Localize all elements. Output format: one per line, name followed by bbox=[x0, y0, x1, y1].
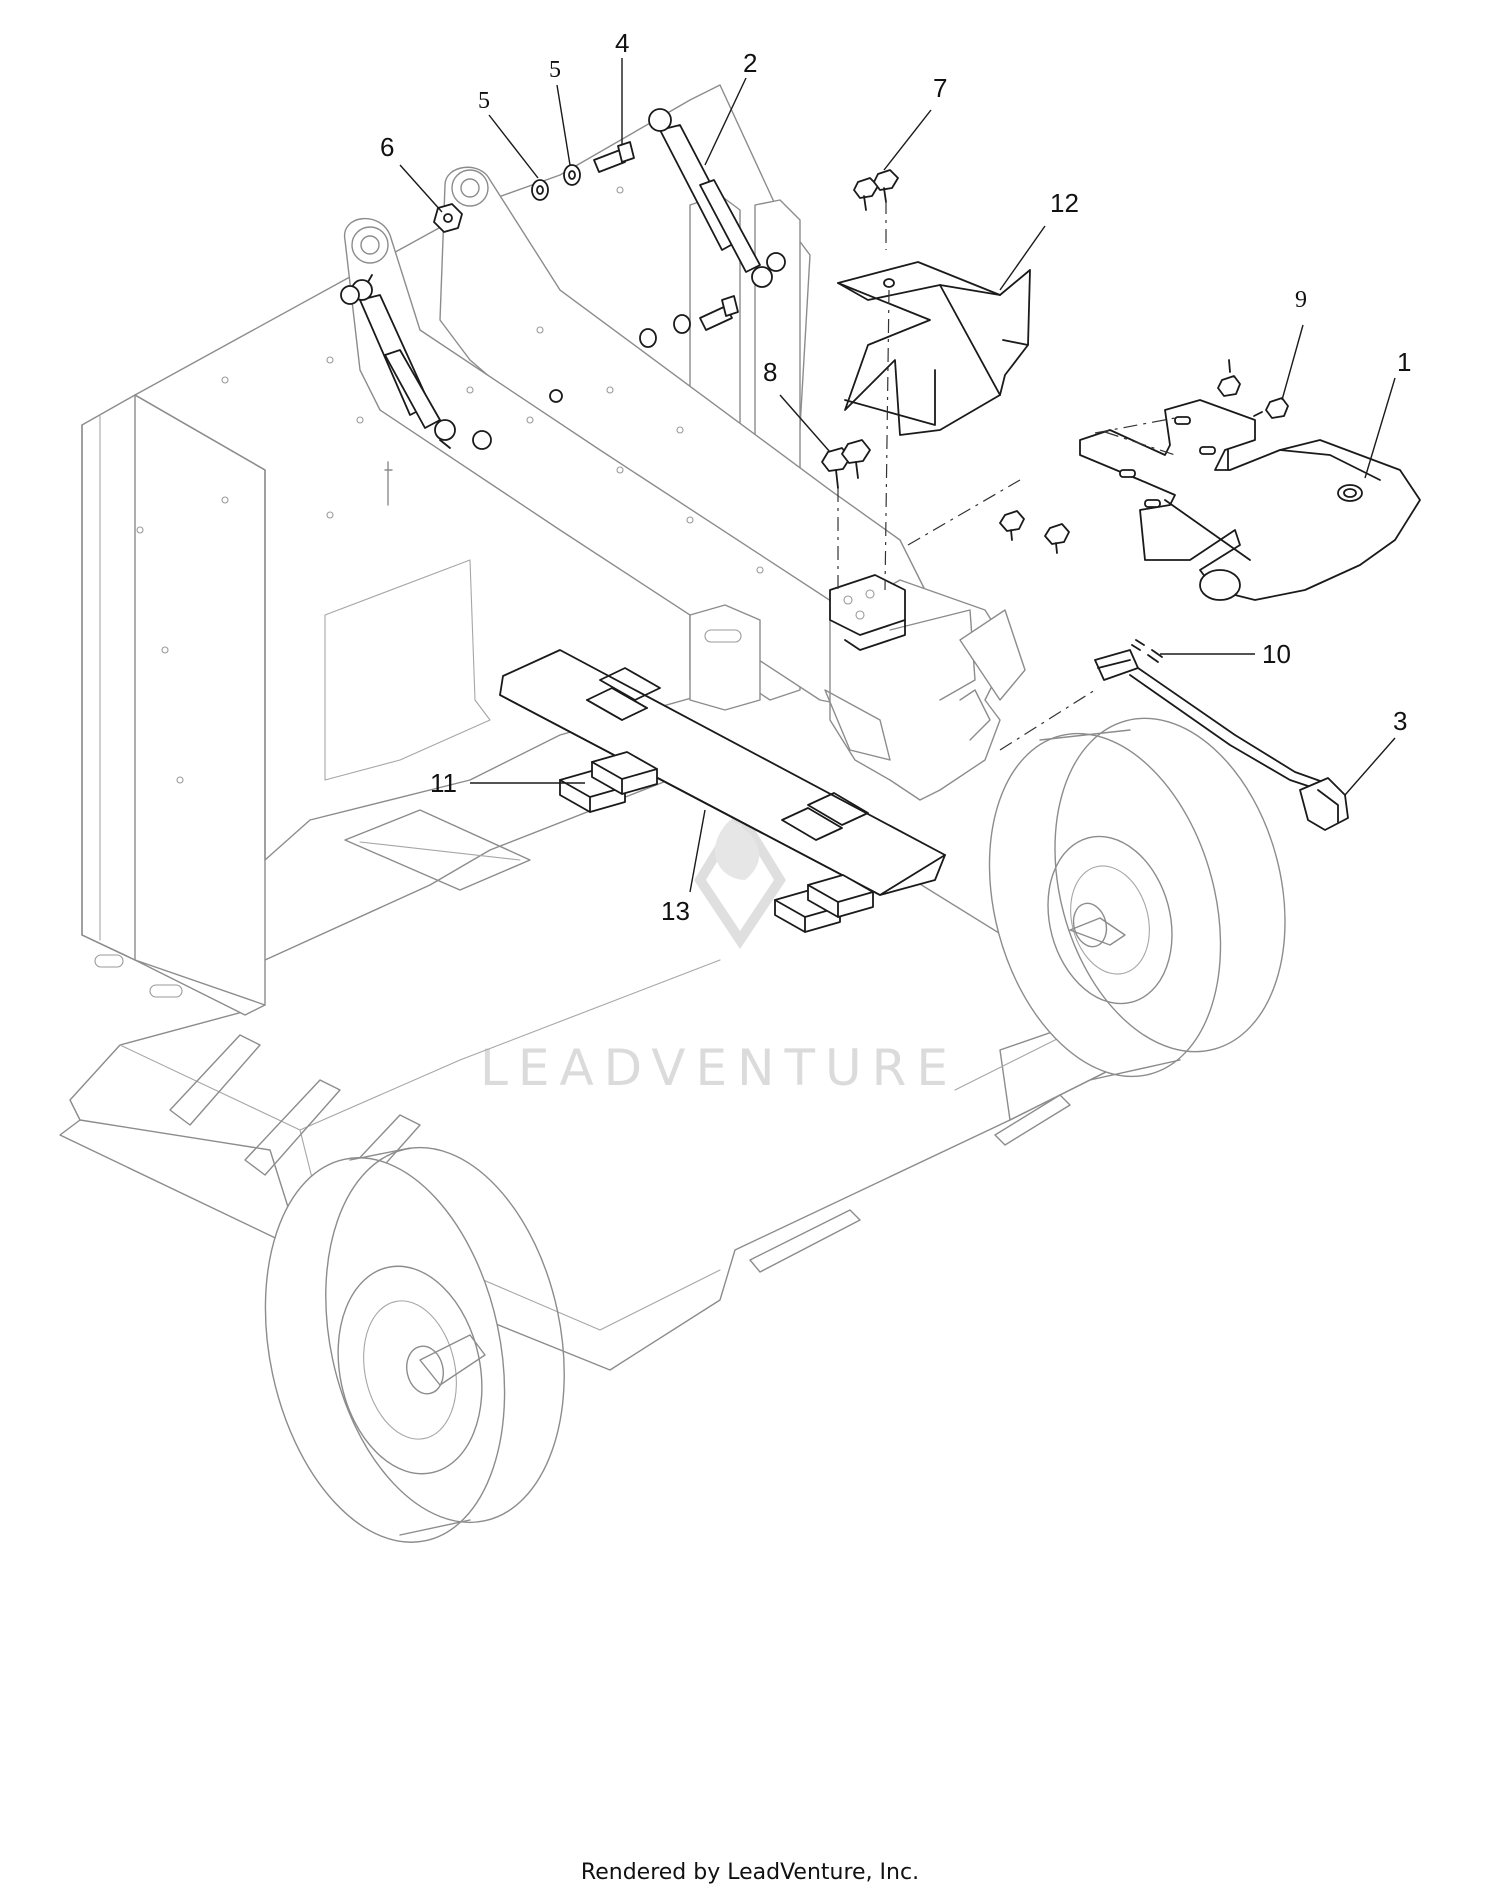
leader-lines bbox=[399, 58, 1396, 893]
callout-10: 10 bbox=[1262, 639, 1291, 669]
front-left-wheel bbox=[264, 1146, 565, 1543]
bolts-9 bbox=[999, 359, 1289, 554]
rear-right-wheel bbox=[988, 717, 1286, 1081]
callout-3: 3 bbox=[1393, 706, 1407, 736]
callout-5a: 5 bbox=[478, 88, 490, 114]
footer-credit: Rendered by LeadVenture, Inc. bbox=[580, 1860, 920, 1885]
watermark-text: LEADVENTURE bbox=[480, 1039, 958, 1097]
callouts: 1 2 3 4 5 5 6 7 8 9 10 11 12 13 bbox=[380, 28, 1411, 926]
pivot-hardware bbox=[433, 141, 739, 403]
callout-9: 9 bbox=[1295, 287, 1307, 313]
callout-13: 13 bbox=[661, 896, 690, 926]
callout-6: 6 bbox=[380, 132, 394, 162]
callout-12: 12 bbox=[1050, 188, 1079, 218]
gas-spring-left bbox=[340, 274, 492, 450]
weight-blocks bbox=[559, 751, 874, 933]
callout-7: 7 bbox=[933, 73, 947, 103]
callout-2: 2 bbox=[743, 48, 757, 78]
callout-5b: 5 bbox=[549, 57, 561, 83]
left-side-panel bbox=[81, 394, 266, 1016]
gas-spring-right bbox=[648, 108, 786, 288]
screws-10 bbox=[1131, 639, 1163, 663]
wire-harness bbox=[1094, 649, 1349, 831]
bolts-7 bbox=[853, 169, 899, 211]
guard-bracket bbox=[837, 261, 1031, 436]
weight-plate bbox=[499, 649, 946, 896]
assembly-lines bbox=[837, 200, 1176, 751]
leadventure-watermark: LEADVENTURE bbox=[480, 805, 958, 1097]
bolts-8 bbox=[821, 439, 871, 489]
callout-4: 4 bbox=[615, 28, 629, 58]
handle-bar bbox=[1079, 399, 1421, 601]
callout-1: 1 bbox=[1397, 347, 1411, 377]
callout-8: 8 bbox=[763, 357, 777, 387]
callout-11: 11 bbox=[430, 768, 457, 798]
lift-arm-assembly bbox=[344, 166, 1026, 801]
